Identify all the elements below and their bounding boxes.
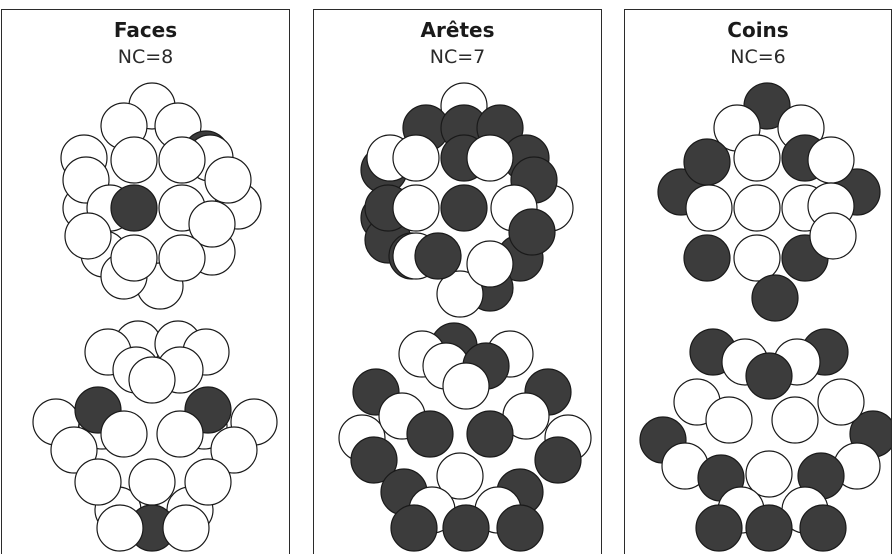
atom (129, 459, 175, 505)
atom (686, 185, 732, 231)
highlighted-atom (535, 437, 581, 483)
atom (185, 459, 231, 505)
atom (706, 397, 752, 443)
highlighted-atom (111, 185, 157, 231)
highlighted-atom (746, 505, 792, 551)
atom-cluster-illustration (2, 10, 290, 554)
atom-cluster-illustration (625, 10, 892, 554)
atom (772, 397, 818, 443)
atom (734, 235, 780, 281)
atom (111, 235, 157, 281)
highlighted-atom (441, 185, 487, 231)
highlighted-atom (696, 505, 742, 551)
atom (443, 363, 489, 409)
highlighted-atom (684, 139, 730, 185)
highlighted-atom (509, 209, 555, 255)
atom (467, 135, 513, 181)
atom (129, 357, 175, 403)
atom (393, 135, 439, 181)
atom-cluster-illustration (314, 10, 602, 554)
highlighted-atom (746, 353, 792, 399)
highlighted-atom (443, 505, 489, 551)
atom (808, 137, 854, 183)
atom (393, 185, 439, 231)
highlighted-atom (467, 411, 513, 457)
highlighted-atom (407, 411, 453, 457)
highlighted-atom (497, 505, 543, 551)
panel-aretes: Arêtes NC=7 (313, 9, 602, 554)
atom (467, 241, 513, 287)
atom (157, 411, 203, 457)
atom (163, 505, 209, 551)
atom (818, 379, 864, 425)
atom (159, 235, 205, 281)
atom (101, 411, 147, 457)
atom (159, 137, 205, 183)
panel-faces: Faces NC=8 (1, 9, 290, 554)
atom (810, 213, 856, 259)
atom (97, 505, 143, 551)
atom (111, 137, 157, 183)
highlighted-atom (800, 505, 846, 551)
highlighted-atom (684, 235, 730, 281)
atom (205, 157, 251, 203)
highlighted-atom (415, 233, 461, 279)
highlighted-atom (752, 275, 798, 321)
atom (75, 459, 121, 505)
atom (734, 135, 780, 181)
atom (65, 213, 111, 259)
highlighted-atom (391, 505, 437, 551)
panel-coins: Coins NC=6 (624, 9, 892, 554)
atom (734, 185, 780, 231)
